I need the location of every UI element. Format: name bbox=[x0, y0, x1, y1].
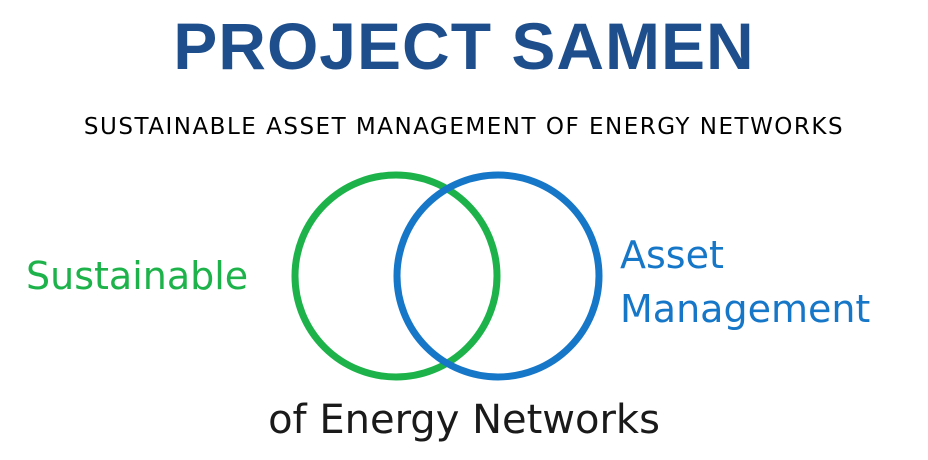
asset-management-label: Asset Management bbox=[620, 228, 870, 336]
page-title: PROJECT SAMEN bbox=[173, 9, 755, 83]
asset-management-label-line1: Asset bbox=[620, 233, 724, 277]
asset-management-label-line2: Management bbox=[620, 287, 871, 331]
energy-networks-label: of Energy Networks bbox=[268, 397, 660, 443]
sustainable-label: Sustainable bbox=[26, 254, 249, 298]
page-subtitle: SUSTAINABLE ASSET MANAGEMENT OF ENERGY N… bbox=[83, 114, 845, 140]
sustainable-circle bbox=[291, 171, 501, 381]
asset-management-circle bbox=[393, 171, 603, 381]
